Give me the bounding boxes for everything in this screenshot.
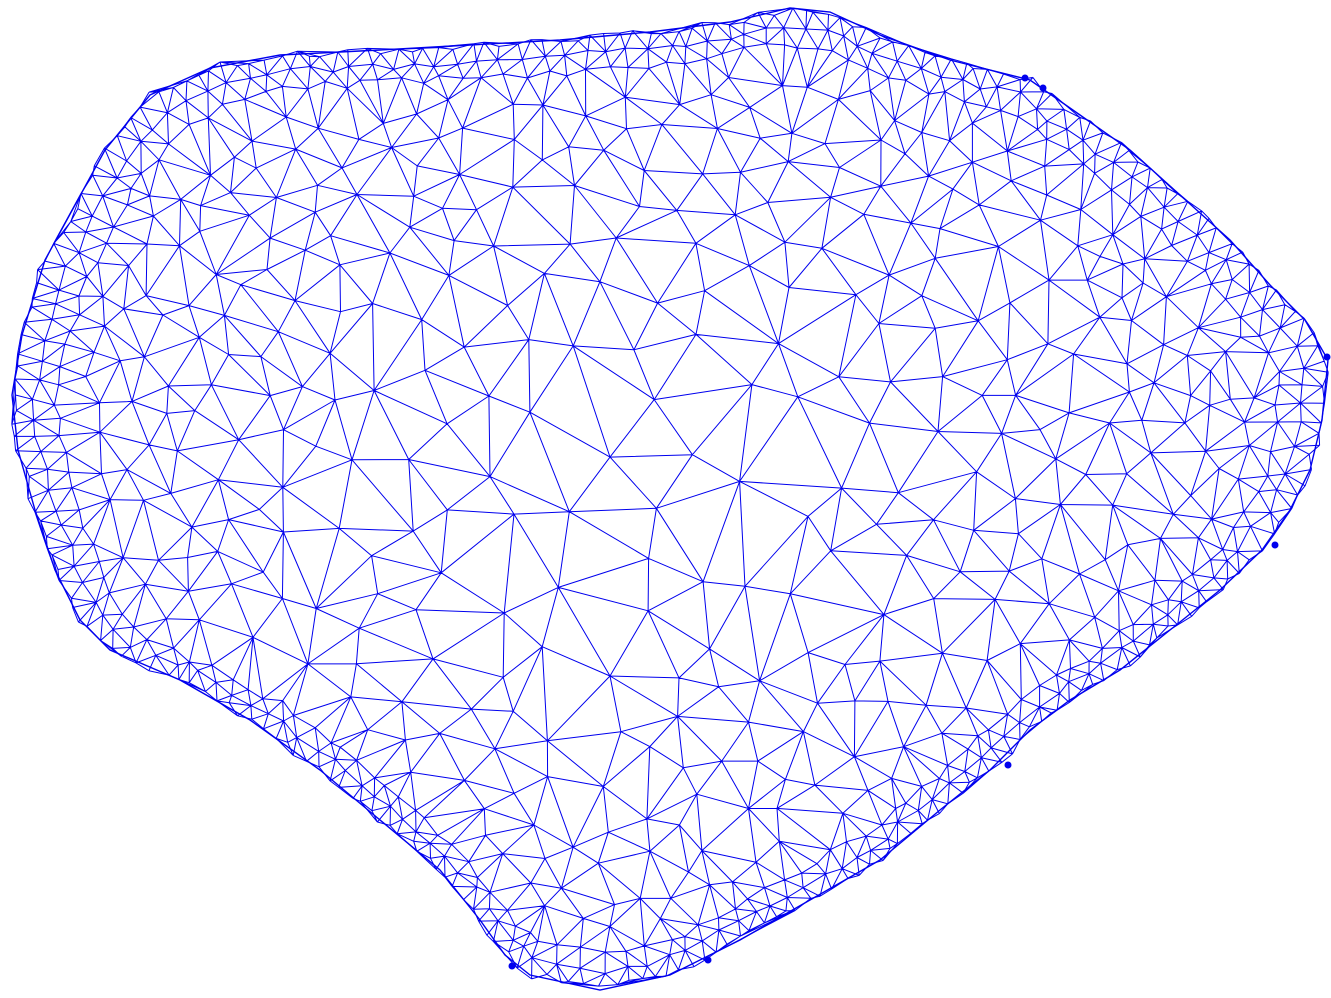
mesh-vertex-dot [1005, 762, 1012, 769]
mesh-vertex-dot [705, 957, 712, 964]
mesh-vertex-dot [1040, 85, 1047, 92]
mesh-vertices [509, 75, 1331, 970]
mesh-vertex-dot [1272, 542, 1279, 549]
mesh-vertex-dot [1324, 354, 1331, 361]
mesh-vertex-dot [1022, 75, 1029, 82]
mesh-edges [12, 8, 1328, 986]
mesh-edge-network [12, 8, 1328, 986]
mesh-vertex-dot [509, 963, 516, 970]
